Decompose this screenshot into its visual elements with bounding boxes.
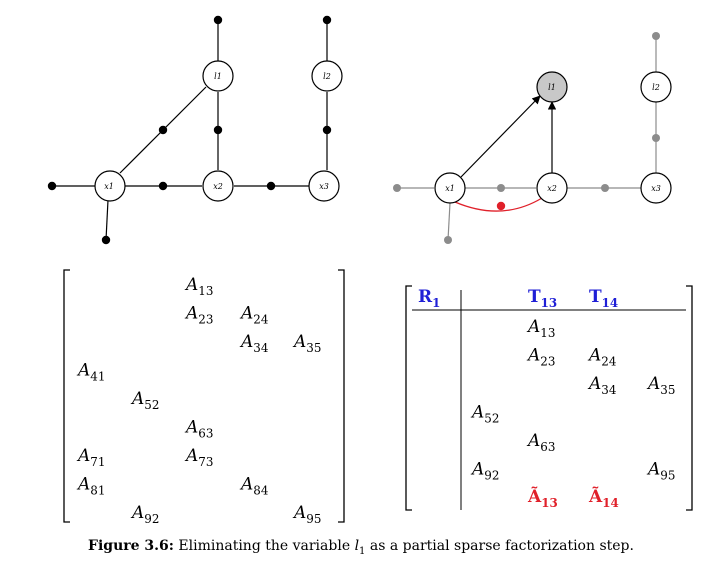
matrix-entry: A23 bbox=[184, 304, 213, 327]
matrix-entry: A95 bbox=[292, 503, 321, 526]
node-label: l1 bbox=[548, 83, 556, 92]
matrix-entry: A52 bbox=[130, 389, 159, 412]
node-label: x1 bbox=[445, 184, 455, 193]
right-bracket bbox=[686, 285, 693, 511]
caption-label: Figure 3.6: bbox=[88, 538, 174, 554]
matrix-entry: A63 bbox=[526, 431, 555, 454]
matrix-entry: A23 bbox=[526, 346, 555, 369]
matrix-entry: A35 bbox=[292, 332, 321, 355]
landmark-node-l2 bbox=[311, 60, 343, 92]
factor-node bbox=[393, 184, 401, 192]
matrix-entry: A24 bbox=[587, 346, 616, 369]
matrix-entry: A34 bbox=[239, 332, 268, 355]
right-bracket bbox=[338, 269, 345, 523]
factor-node bbox=[266, 181, 276, 191]
factor-node bbox=[322, 125, 332, 135]
left-factor-graph: x1 x2 x3 l1 l2 bbox=[47, 15, 343, 245]
caption-text-after: as a partial sparse factorization step. bbox=[369, 538, 634, 554]
node-label: x3 bbox=[319, 182, 329, 191]
matrix-entry: A92 bbox=[470, 460, 499, 483]
factor-node bbox=[158, 125, 168, 135]
new-factor-edge bbox=[454, 197, 543, 212]
factor-node bbox=[47, 181, 57, 191]
factor-node bbox=[213, 125, 223, 135]
matrix-entry: A13 bbox=[184, 275, 213, 298]
factor-node bbox=[497, 184, 505, 192]
left-bracket bbox=[405, 285, 412, 511]
landmark-node-l1 bbox=[202, 60, 234, 92]
matrix-entry: A52 bbox=[470, 403, 499, 426]
factor-node bbox=[158, 181, 168, 191]
variable-node-x2 bbox=[202, 170, 234, 202]
factor-node bbox=[322, 15, 332, 25]
matrix-entry: A13 bbox=[526, 317, 555, 340]
factor-node bbox=[213, 15, 223, 25]
variable-node-x1 bbox=[434, 172, 466, 204]
right-elimination-graph: x1 x2 x3 l1 l2 bbox=[393, 32, 672, 244]
factor-node bbox=[601, 184, 609, 192]
factor-node bbox=[444, 236, 452, 244]
matrix-entry: A34 bbox=[587, 374, 616, 397]
figure-caption: Figure 3.6: Eliminating the variable l1 … bbox=[0, 538, 722, 557]
left-bracket bbox=[63, 269, 70, 523]
variable-node-x2 bbox=[536, 172, 568, 204]
landmark-node-l1-eliminated bbox=[536, 71, 568, 103]
matrix-entry: A81 bbox=[76, 475, 105, 498]
new-factor-node bbox=[496, 201, 506, 211]
matrix-entry: A73 bbox=[184, 446, 213, 469]
matrix-entry: A35 bbox=[646, 374, 675, 397]
node-label: l2 bbox=[652, 83, 660, 92]
landmark-node-l2 bbox=[640, 71, 672, 103]
matrix-header-entry: T14 bbox=[589, 287, 618, 310]
matrix-entry: A24 bbox=[239, 304, 268, 327]
factor-node bbox=[101, 235, 111, 245]
node-label: l2 bbox=[323, 72, 331, 81]
node-label: x3 bbox=[651, 184, 661, 193]
matrix-entry: A84 bbox=[239, 475, 268, 498]
caption-var-sub: 1 bbox=[359, 545, 366, 557]
variable-node-x3 bbox=[640, 172, 672, 204]
matrix-entry: A92 bbox=[130, 503, 159, 526]
fill-in-entry: Ã14 bbox=[588, 485, 619, 510]
factor-node bbox=[652, 32, 660, 40]
matrix-entry: A95 bbox=[646, 460, 675, 483]
fill-in-entry: Ã13 bbox=[527, 485, 558, 510]
node-label: x1 bbox=[104, 182, 114, 191]
matrix-header-entry: T13 bbox=[528, 287, 557, 310]
matrix-entry: A41 bbox=[76, 361, 105, 384]
node-label: x2 bbox=[547, 184, 557, 193]
node-label: x2 bbox=[213, 182, 223, 191]
variable-node-x3 bbox=[308, 170, 340, 202]
factor-node bbox=[652, 134, 660, 142]
matrix-entry: A71 bbox=[76, 446, 105, 469]
caption-var: l bbox=[354, 538, 360, 554]
matrix-entry: A63 bbox=[184, 418, 213, 441]
matrix-header-entry: R1 bbox=[418, 287, 440, 310]
caption-text-before: Eliminating the variable bbox=[178, 538, 351, 554]
variable-node-x1 bbox=[94, 170, 126, 202]
node-label: l1 bbox=[214, 72, 222, 81]
